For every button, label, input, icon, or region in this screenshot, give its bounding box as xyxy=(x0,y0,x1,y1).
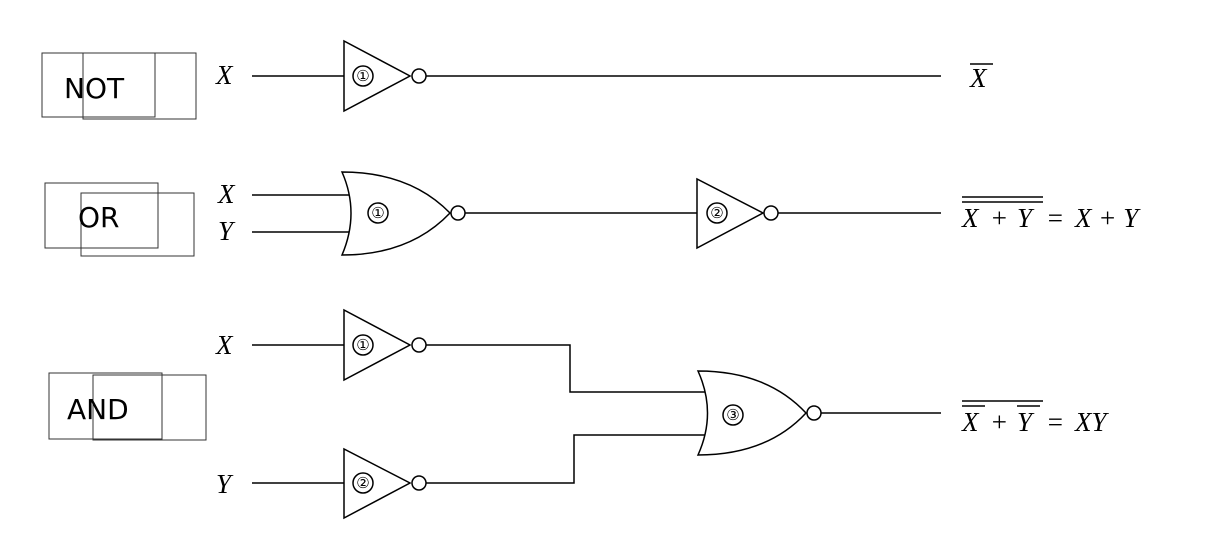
or-not-bubble xyxy=(763,205,779,221)
not-gate-number-circle xyxy=(352,65,374,87)
and-output-lhs-op: + xyxy=(990,407,1008,437)
and-output-rhs: XY xyxy=(1074,407,1109,437)
and-label: AND xyxy=(67,393,129,426)
not-gate-bubble xyxy=(411,68,427,84)
and-output-lhs-a: X xyxy=(961,407,980,437)
or-label-box-back xyxy=(80,192,195,257)
and-not-y-number-circle xyxy=(352,472,374,494)
or-not-number-circle xyxy=(706,202,728,224)
or-section: OR X Y ① ② X + Y = X + Y xyxy=(44,171,1141,257)
and-nor-number: ③ xyxy=(726,406,739,424)
or-output-lhs-a: X xyxy=(961,203,980,233)
or-not-gate xyxy=(696,177,765,250)
and-nor-gate xyxy=(696,370,808,456)
not-label-box-back xyxy=(82,52,197,120)
or-not-number: ② xyxy=(710,204,723,222)
and-x-to-nor-wire xyxy=(426,344,706,393)
or-nor-number-circle xyxy=(367,202,389,224)
and-not-x-bubble xyxy=(411,337,427,353)
and-nor-bubble xyxy=(806,405,822,421)
not-output: X xyxy=(969,63,988,93)
or-nor-gate xyxy=(340,171,452,256)
and-section: AND X ① Y ② ③ X + Y = XY xyxy=(48,308,1109,520)
and-input-x: X xyxy=(215,330,234,360)
and-input-y: Y xyxy=(216,469,234,499)
or-input-x: X xyxy=(217,179,236,209)
or-output-lhs-b: Y xyxy=(1017,203,1035,233)
not-gate-number: ① xyxy=(356,67,369,85)
or-output-rhs: X + Y xyxy=(1074,203,1141,233)
and-label-box-front xyxy=(48,372,163,440)
or-label-box-front xyxy=(44,182,159,249)
and-output-lhs-b: Y xyxy=(1017,407,1035,437)
and-not-x-gate xyxy=(343,308,412,382)
and-not-x-number-circle xyxy=(352,334,374,356)
not-label: NOT xyxy=(64,72,125,105)
or-input-y: Y xyxy=(218,216,236,246)
and-label-box-back xyxy=(92,374,207,441)
and-not-y-number: ② xyxy=(356,474,369,492)
or-label: OR xyxy=(78,201,120,234)
not-input-x: X xyxy=(215,60,234,90)
and-y-to-nor-wire xyxy=(426,434,706,484)
and-not-y-gate xyxy=(343,447,412,520)
and-not-x-number: ① xyxy=(356,336,369,354)
or-nor-bubble xyxy=(450,205,466,221)
and-nor-number-circle xyxy=(722,404,744,426)
or-output-expression: X + Y = X + Y xyxy=(961,196,1141,233)
and-output-eq: = xyxy=(1046,407,1064,437)
not-gate xyxy=(343,39,412,113)
or-output-eq: = xyxy=(1046,203,1064,233)
not-section: NOT X ① X xyxy=(41,39,993,120)
or-output-lhs-op: + xyxy=(990,203,1008,233)
and-output-expression: X + Y = XY xyxy=(961,400,1109,437)
or-nor-number: ① xyxy=(371,204,384,222)
and-not-y-bubble xyxy=(411,475,427,491)
